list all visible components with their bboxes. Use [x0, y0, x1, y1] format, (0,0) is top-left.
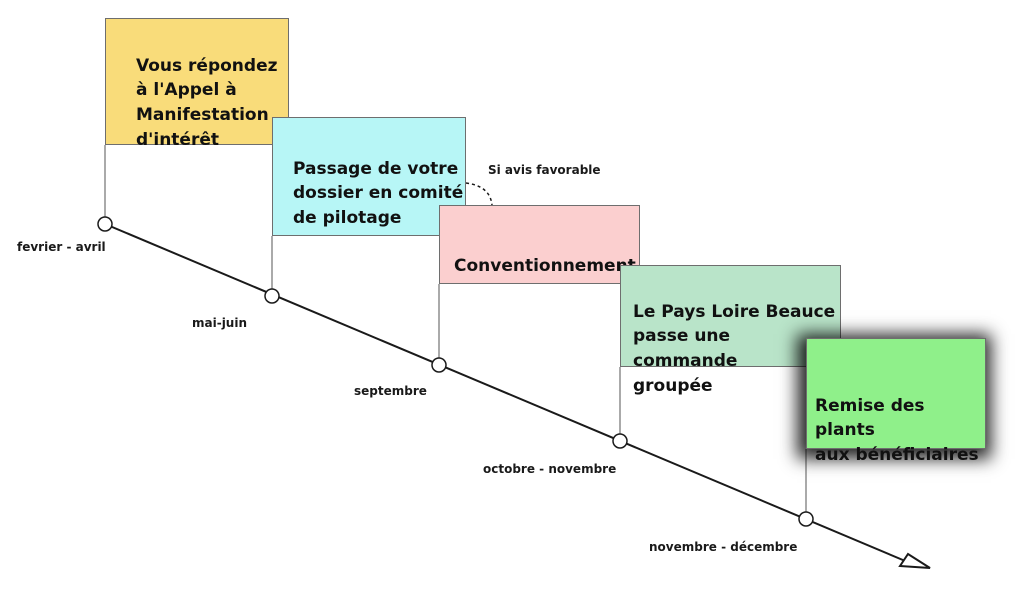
date-label-4: octobre - novembre [483, 462, 617, 476]
step-box-2: Passage de votre dossier en comité de pi… [272, 117, 466, 236]
milestone-4 [612, 433, 628, 449]
date-label-3: septembre [354, 384, 427, 398]
step-4-text: Le Pays Loire Beauce passe une commande … [633, 301, 836, 396]
milestone-2 [264, 288, 280, 304]
timeline-arrowhead [898, 552, 931, 569]
step-box-3: Conventionnement [439, 205, 640, 284]
milestone-5 [798, 511, 814, 527]
favorable-note: Si avis favorable [488, 163, 601, 177]
milestone-1 [97, 216, 113, 232]
date-label-5: novembre - décembre [649, 540, 798, 554]
step-5-text: Remise des plants aux bénéficiaires [815, 395, 979, 465]
date-label-2: mai-juin [192, 316, 248, 330]
date-label-1: fevrier - avril [17, 240, 106, 254]
step-box-1: Vous répondez à l'Appel à Manifestation … [105, 18, 289, 150]
step-3-text: Conventionnement [454, 255, 636, 276]
timeline-axis [104, 223, 911, 564]
step-1-text: Vous répondez à l'Appel à Manifestation … [136, 55, 278, 150]
step-box-5: Remise des plants aux bénéficiaires [806, 338, 986, 465]
milestone-3 [431, 357, 447, 373]
step-box-4: Le Pays Loire Beauce passe une commande … [620, 265, 841, 396]
favorable-connector [465, 182, 493, 206]
step-2-text: Passage de votre dossier en comité de pi… [293, 158, 464, 228]
